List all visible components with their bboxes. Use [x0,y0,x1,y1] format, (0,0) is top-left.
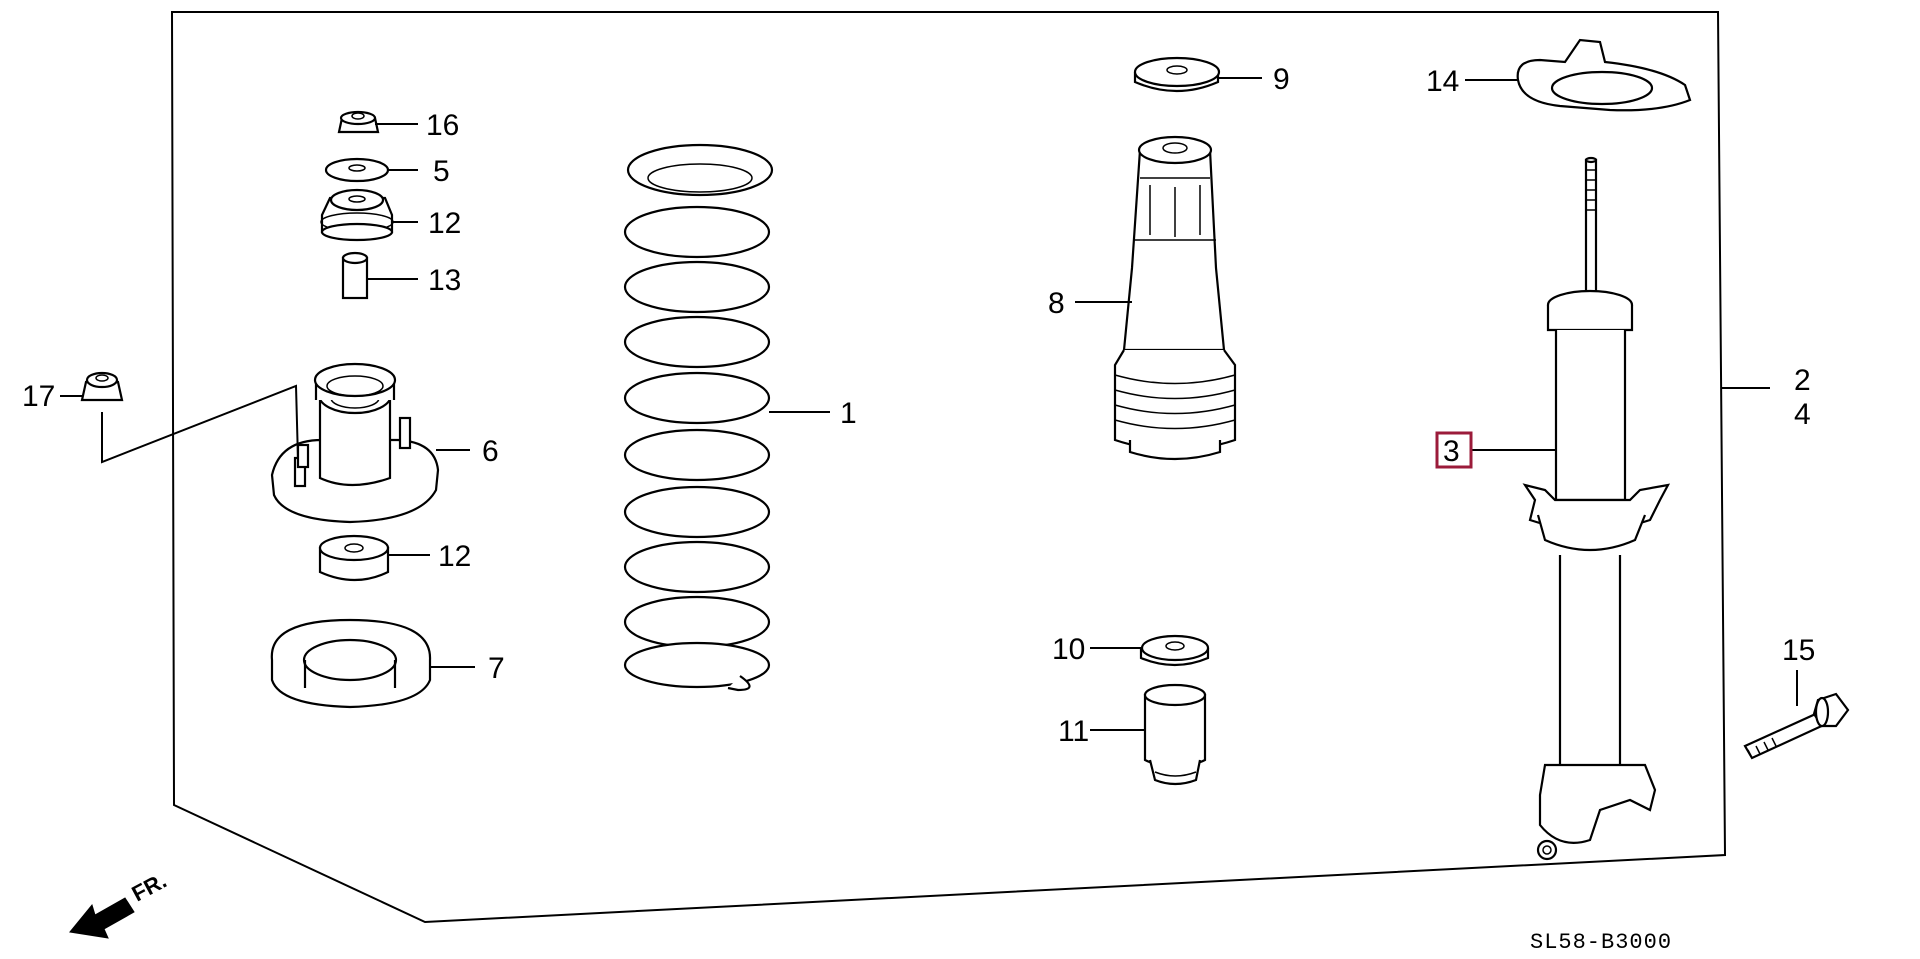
callout-7[interactable]: 7 [488,652,505,685]
front-label: FR. [128,868,171,907]
callout-11[interactable]: 11 [1058,715,1089,748]
part-shock-mount-base[interactable] [270,362,440,524]
callout-6[interactable]: 6 [482,435,499,468]
part-dust-boot[interactable] [1113,135,1237,461]
part-flange-nut[interactable] [80,371,124,402]
callout-13[interactable]: 13 [428,264,461,297]
assembly-outline [170,11,1727,924]
part-stopper-washer[interactable] [1139,634,1210,667]
callout-17[interactable]: 17 [22,380,55,413]
part-upper-spring-seat[interactable] [1516,38,1692,112]
callout-5[interactable]: 5 [433,155,450,188]
callout-15[interactable]: 15 [1782,634,1815,667]
callout-12-lower[interactable]: 12 [438,540,471,573]
callout-1[interactable]: 1 [840,397,857,430]
part-lower-bushing[interactable] [318,534,390,582]
diagram-reference-code: SL58-B3000 [1530,930,1672,955]
part-collar[interactable] [341,251,369,300]
part-washer[interactable] [324,157,390,183]
callout-3[interactable]: 3 [1443,435,1460,468]
callout-10[interactable]: 10 [1052,633,1085,666]
part-flange-bolt[interactable] [1743,692,1850,760]
callout-3-highlight-box [1435,431,1473,469]
part-coil-spring[interactable] [623,143,774,692]
part-bump-stop[interactable] [1143,683,1207,786]
part-shock-absorber[interactable] [1522,156,1671,861]
callout-8[interactable]: 8 [1048,287,1065,320]
leader-lines [60,77,1798,731]
callout-12-upper[interactable]: 12 [428,207,461,240]
part-upper-bushing[interactable] [320,188,394,242]
front-arrow-icon [69,897,135,939]
part-self-locking-nut[interactable] [337,110,380,134]
callout-2[interactable]: 2 [1794,364,1811,397]
part-lower-spring-seat[interactable] [270,618,432,709]
part-dust-cover-washer[interactable] [1133,56,1221,93]
callout-14[interactable]: 14 [1426,65,1459,98]
callout-4[interactable]: 4 [1794,398,1811,431]
callout-9[interactable]: 9 [1273,63,1290,96]
front-direction-indicator: FR. [69,868,171,939]
callout-labels: 16 5 12 13 17 6 12 7 1 9 8 10 11 14 2 4 … [22,63,1815,748]
callout-16[interactable]: 16 [426,109,459,142]
